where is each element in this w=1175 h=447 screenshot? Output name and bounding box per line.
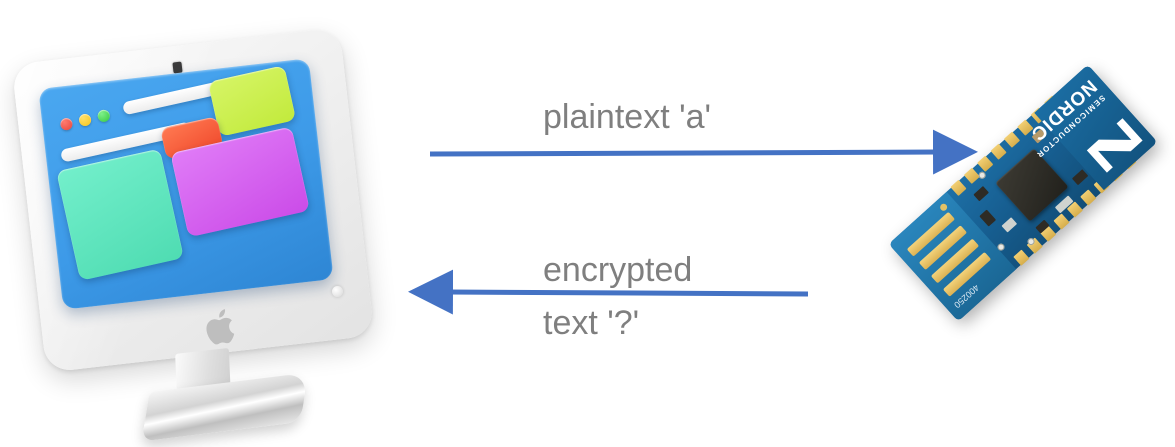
dongle-usb-contacts: 400250: [888, 191, 1017, 322]
label-encrypted-line1: encrypted: [543, 251, 693, 289]
arrow-to-dongle: [429, 129, 978, 175]
dongle-illustration: 400250 NORDIC SEMICONDUCTOR: [855, 45, 1175, 375]
label-plaintext: plaintext 'a': [543, 98, 711, 136]
label-encrypted-line2: text '?': [543, 304, 640, 342]
arrow-to-computer: [408, 269, 809, 315]
power-indicator-icon: [332, 286, 343, 297]
computer-illustration: [10, 27, 400, 442]
dongle-brand-area: NORDIC SEMICONDUCTOR: [1026, 64, 1158, 191]
nordic-n-logo-icon: [1086, 118, 1143, 173]
apple-logo-icon: [206, 309, 235, 345]
dongle-board: 400250 NORDIC SEMICONDUCTOR: [888, 64, 1158, 322]
